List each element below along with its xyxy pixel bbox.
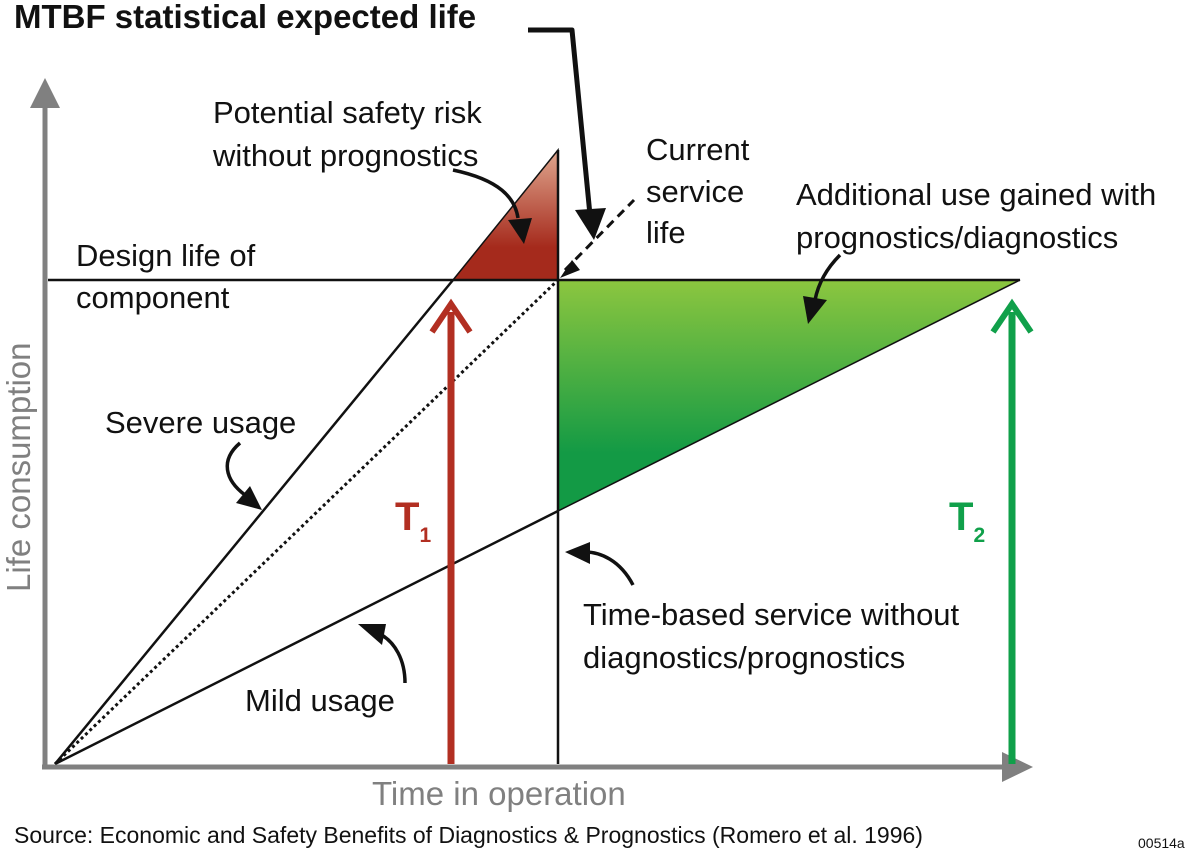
- mild-usage-pointer-arrow: [379, 632, 407, 684]
- additional-use-label: Additional use gained with prognostics/d…: [796, 177, 1165, 255]
- title-pointer-arrow: [528, 27, 593, 216]
- y-axis-arrowhead: [30, 78, 60, 108]
- design-life-label: Design life of component: [76, 238, 264, 315]
- additional-use-pointer-arrow: [813, 253, 842, 301]
- safety-risk-pointer-arrow: [452, 168, 520, 219]
- safety-risk-label: Potential safety risk without prognostic…: [212, 95, 490, 173]
- mild-usage-label: Mild usage: [245, 683, 395, 718]
- safety-risk-pointer-arrowhead: [508, 218, 532, 244]
- time-based-pointer-arrowhead: [565, 542, 590, 564]
- additional-use-region: [557, 279, 1021, 513]
- source-citation: Source: Economic and Safety Benefits of …: [14, 822, 923, 848]
- mild-usage-line: [54, 509, 559, 766]
- mtbf-expected-life-line: [53, 278, 560, 766]
- x-axis-label: Time in operation: [372, 775, 626, 812]
- severe-usage-line: [54, 279, 454, 765]
- diagram-title: MTBF statistical expected life: [14, 0, 476, 35]
- figure-code: 00514a: [1138, 835, 1185, 851]
- t1-marker: T1: [395, 495, 431, 547]
- severe-usage-pointer-arrow: [225, 441, 247, 497]
- current-service-label: Current service life: [646, 132, 758, 250]
- t2-arrowhead: [990, 298, 1034, 334]
- severe-usage-label: Severe usage: [105, 405, 296, 440]
- title-pointer-arrowhead: [575, 208, 606, 240]
- mild-usage-pointer-arrowhead: [358, 624, 386, 645]
- mtbf-intersection-arrowhead: [560, 260, 580, 278]
- x-axis-arrowhead: [1002, 752, 1033, 782]
- t1-arrowhead: [429, 298, 473, 334]
- mtbf-extension-line: [563, 198, 636, 272]
- time-based-label: Time-based service without diagnostics/p…: [583, 597, 968, 675]
- time-based-pointer-arrow: [584, 550, 635, 586]
- severe-usage-pointer-arrowhead: [236, 486, 262, 510]
- additional-use-pointer-arrowhead: [803, 296, 827, 324]
- t2-marker: T2: [949, 495, 985, 547]
- y-axis-label: Life consumption: [0, 343, 37, 592]
